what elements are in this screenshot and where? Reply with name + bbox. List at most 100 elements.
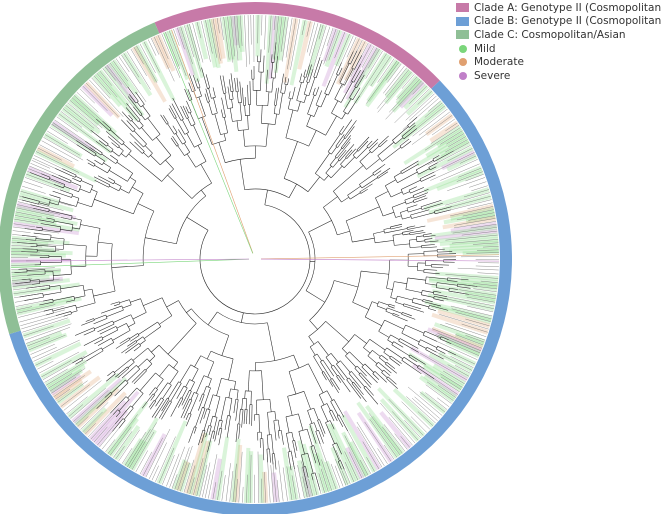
branch-line xyxy=(395,301,404,305)
branch-line xyxy=(239,159,245,190)
tip-line xyxy=(412,82,424,95)
branch-line xyxy=(94,199,134,215)
severity-tip-wedge xyxy=(296,460,310,498)
branch-line xyxy=(110,396,127,414)
branch-line xyxy=(306,64,312,82)
branch-line xyxy=(267,91,270,106)
branch-line xyxy=(303,94,307,103)
severity-tip-wedge xyxy=(11,248,73,256)
tip-line xyxy=(448,290,496,299)
branch-line xyxy=(436,287,450,290)
tip-line xyxy=(465,318,490,327)
branch-line xyxy=(316,353,322,361)
tip-line xyxy=(199,464,208,497)
branch-line xyxy=(287,451,292,471)
tip-line xyxy=(44,368,68,383)
branch-line xyxy=(309,320,318,330)
branch-line xyxy=(292,86,296,100)
branch-line xyxy=(46,217,55,220)
severity-tip-wedge xyxy=(306,24,326,76)
severity-tip-wedge xyxy=(221,16,232,62)
branch-line xyxy=(189,112,196,125)
branch-line xyxy=(288,91,291,99)
severity-tip-wedge xyxy=(439,236,499,247)
branch-line xyxy=(208,378,212,388)
branch-line xyxy=(399,138,410,147)
branch-line xyxy=(390,226,403,230)
severity-tip-wedge xyxy=(228,15,239,73)
tip-line xyxy=(321,459,332,491)
branch-line xyxy=(307,176,321,192)
branch-line xyxy=(222,75,227,94)
tip-line xyxy=(118,56,130,73)
branch-line xyxy=(313,57,321,78)
branch-line xyxy=(188,82,193,92)
branch-line xyxy=(403,191,410,195)
branch-line xyxy=(228,388,231,398)
severity-tip-wedge xyxy=(258,454,265,503)
branch-line xyxy=(296,82,302,101)
branch-line xyxy=(49,285,61,288)
branch-line xyxy=(338,67,343,76)
branch-line xyxy=(110,301,120,305)
tip-line xyxy=(135,450,148,472)
tip-line xyxy=(196,21,202,39)
tip-line xyxy=(352,39,363,59)
branch-line xyxy=(170,383,182,402)
severity-tip-wedge xyxy=(365,60,402,108)
severity-tip-wedge xyxy=(416,134,468,167)
branch-line xyxy=(121,153,127,158)
branch-line xyxy=(158,400,170,419)
branch-line xyxy=(337,230,350,236)
tip-line xyxy=(462,209,494,217)
branch-line xyxy=(378,135,389,146)
branch-line xyxy=(172,97,184,120)
tip-line xyxy=(154,36,175,82)
tip-line xyxy=(264,472,266,503)
branch-line xyxy=(197,145,207,162)
branch-line xyxy=(50,237,65,240)
tip-line xyxy=(193,458,204,496)
branch-line xyxy=(421,203,443,210)
tip-line xyxy=(136,45,158,83)
tip-line xyxy=(341,470,348,485)
branch-line xyxy=(351,371,365,388)
severity-tip-wedge xyxy=(174,26,196,76)
branch-line xyxy=(198,96,206,117)
branch-line xyxy=(127,340,137,347)
tip-line xyxy=(24,323,72,341)
severity-tip-wedge xyxy=(423,165,483,193)
branch-line xyxy=(121,365,137,379)
branch-line xyxy=(212,431,216,439)
branch-line xyxy=(326,390,333,401)
branch-line xyxy=(128,322,136,328)
branch-line xyxy=(218,142,226,163)
branch-line xyxy=(148,400,155,408)
branch-line xyxy=(248,404,251,425)
branch-line xyxy=(221,97,226,118)
branch-line xyxy=(322,359,335,377)
branch-line xyxy=(149,387,156,396)
branch-line xyxy=(401,141,412,149)
branch-line xyxy=(94,339,104,345)
branch-line xyxy=(176,385,185,399)
branch-line xyxy=(166,300,179,308)
branch-line xyxy=(352,301,369,310)
branch-line xyxy=(261,105,263,124)
branch-line xyxy=(425,349,444,360)
tip-line xyxy=(344,461,355,483)
branch-line xyxy=(108,169,128,182)
branch-line xyxy=(360,188,368,194)
severity-tip-wedge xyxy=(450,221,497,233)
severity-tip-wedge xyxy=(297,20,313,70)
branch-line xyxy=(394,243,410,246)
branch-line xyxy=(190,381,195,391)
tip-line xyxy=(28,335,66,351)
branch-line xyxy=(169,105,177,118)
branch-line xyxy=(153,389,158,395)
long-branch xyxy=(260,254,499,260)
branch-line xyxy=(347,185,361,196)
tip-line xyxy=(229,471,234,502)
branch-line xyxy=(378,331,390,338)
branch-line xyxy=(317,341,329,356)
